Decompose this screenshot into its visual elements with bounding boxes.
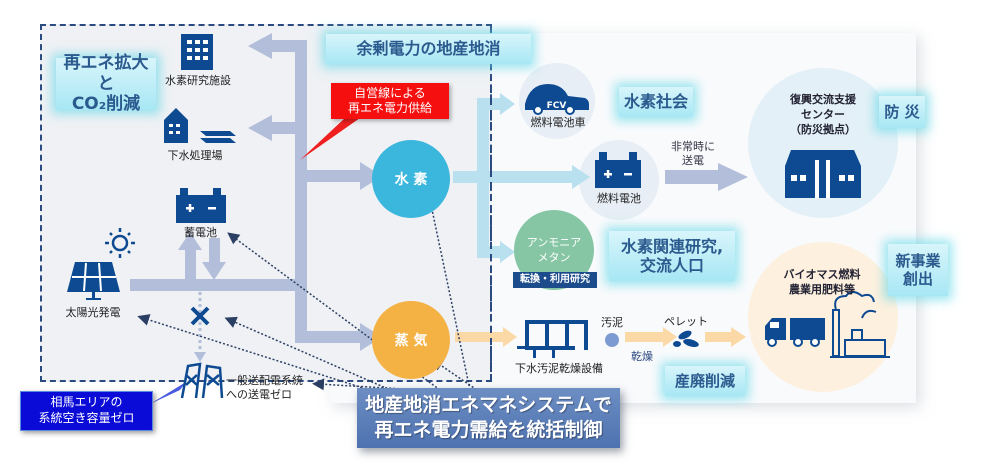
truck-icon: [765, 318, 825, 347]
reconstruction-center-icon: [785, 150, 861, 198]
hydrogen-node: 水 素: [372, 140, 450, 218]
conversion-research-tag: 転換・利用研究: [513, 272, 597, 288]
sludge-dryer-icon: [517, 320, 588, 358]
hydrogen-research-facility-label: 水素研究施設: [165, 74, 231, 87]
renewable-expansion-label: 再エネ拡大と CO₂削減: [56, 53, 156, 114]
hydrogen-society-label: 水素社会: [619, 87, 693, 117]
new-business-label: 新事業 創出: [888, 244, 948, 296]
blue-callout-pointer: [150, 382, 186, 404]
sewage-plant-icon: [164, 108, 236, 143]
hydrogen-branch-arrows: [453, 93, 590, 263]
waste-reduction-label: 産廃削減: [665, 366, 745, 396]
biomass-fuel-label: バイオマス燃料 農業用肥料等: [783, 268, 861, 296]
reconstruction-center-label: 復興交流支援 センター （防災拠点）: [790, 93, 856, 136]
pellet-label: ペレット: [664, 315, 708, 328]
surplus-power-label: 余剰電力の地産地消: [326, 34, 531, 64]
sludge-dryer-label: 下水汚泥乾燥設備: [515, 362, 603, 375]
battery-icon: [176, 188, 226, 223]
transmission-tower-icon: [180, 362, 224, 399]
research-building-icon: [181, 34, 213, 70]
solar-power-label: 太陽光発電: [65, 306, 121, 319]
factory-icon: [830, 291, 890, 358]
sun-icon: [105, 228, 135, 258]
sludge-icon: [605, 333, 619, 347]
pellet-icon: [673, 330, 699, 347]
drying-label: 乾燥: [631, 350, 653, 363]
fcv-icon-text: FCV: [546, 101, 567, 111]
red-callout-pointer: [300, 118, 360, 160]
fcv-car-icon: [525, 84, 589, 115]
research-exchange-label: 水素関連研究, 交流人口: [609, 231, 735, 281]
disaster-prevention-label: 防 災: [879, 96, 925, 128]
fuel-cell-label: 燃料電池: [597, 192, 641, 205]
steam-flow-arrows: [455, 327, 746, 347]
fuel-cell-icon: [595, 152, 641, 188]
fcv-label: 燃料電池車: [530, 116, 586, 129]
sludge-label: 汚泥: [601, 316, 623, 329]
biomass-circle-bg: [748, 242, 898, 392]
blocked-x-icon: [190, 306, 210, 326]
grid-capacity-callout: 相馬エリアの 系統空き容量ゼロ: [20, 391, 153, 431]
private-line-supply-callout: 自営線による 再エネ電力供給: [331, 83, 449, 119]
power-bus-arrows: [130, 33, 748, 351]
sewage-plant-label: 下水処理場: [167, 149, 223, 162]
steam-node: 蒸 気: [372, 301, 450, 379]
energy-management-system-box: 地産地消エネマネシステムで 再エネ電力需給を統括制御: [357, 388, 620, 448]
grid-transmission-label: 一般送配電系統 への送電ゼロ: [226, 374, 303, 401]
solar-panel-icon: [67, 262, 120, 300]
storage-battery-label: 蓄電池: [184, 226, 217, 239]
emergency-transmission-label: 非常時に 送電: [671, 140, 715, 167]
